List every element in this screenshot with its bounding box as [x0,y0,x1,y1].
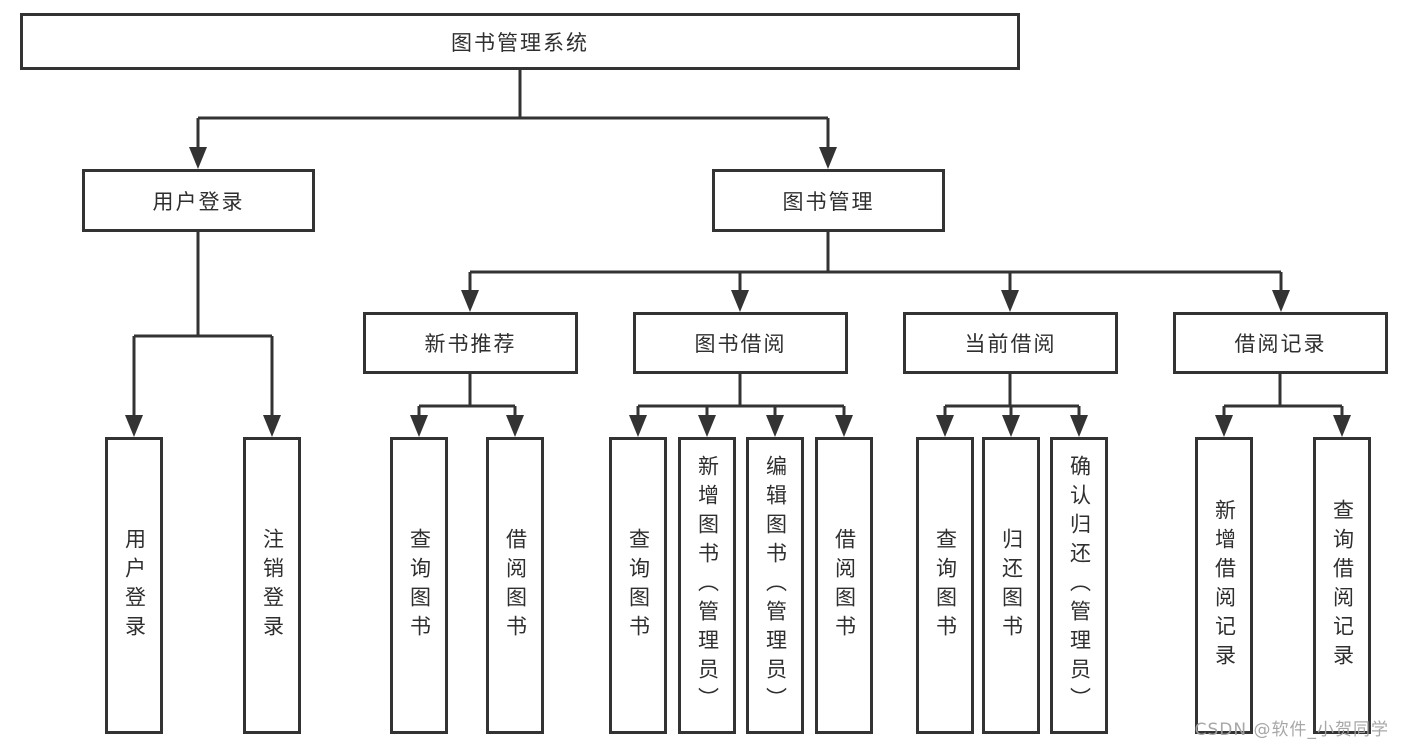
node-current-borrow: 当前借阅 [903,312,1118,374]
leaf-add-books-admin-label: 新增图书（管理员） [695,455,720,716]
leaf-query-borrow-record: 查询借阅记录 [1313,437,1371,734]
leaf-query-borrow-record-label: 查询借阅记录 [1330,498,1355,673]
leaf-current-query-books: 查询图书 [916,437,974,734]
leaf-borrow-query-books: 查询图书 [609,437,667,734]
leaf-logout: 注销登录 [243,437,301,734]
leaf-borrow-query-books-label: 查询图书 [626,527,651,644]
leaf-add-borrow-record-label: 新增借阅记录 [1212,498,1237,673]
node-root-label: 图书管理系统 [451,30,589,55]
node-root: 图书管理系统 [20,13,1020,70]
leaf-recommend-borrow-books-label: 借阅图书 [503,527,528,644]
leaf-edit-books-admin-label: 编辑图书（管理员） [763,455,788,716]
leaf-return-books-label: 归还图书 [999,527,1024,644]
node-book-management-label: 图书管理 [782,189,875,214]
node-new-book-recommend: 新书推荐 [363,312,578,374]
node-user-login-label: 用户登录 [152,189,245,214]
leaf-add-books-admin: 新增图书（管理员） [678,437,736,734]
leaf-return-books: 归还图书 [982,437,1040,734]
node-user-login: 用户登录 [82,169,315,232]
leaf-confirm-return-admin-label: 确认归还（管理员） [1067,455,1092,716]
leaf-recommend-borrow-books: 借阅图书 [486,437,544,734]
node-borrow-records-label: 借阅记录 [1234,332,1327,356]
leaf-add-borrow-record: 新增借阅记录 [1195,437,1253,734]
node-new-book-recommend-label: 新书推荐 [424,332,517,356]
leaf-logout-label: 注销登录 [260,527,285,644]
leaf-borrow-books: 借阅图书 [815,437,873,734]
leaf-borrow-books-label: 借阅图书 [832,527,857,644]
leaf-recommend-query-books-label: 查询图书 [407,527,432,644]
node-current-borrow-label: 当前借阅 [964,332,1057,356]
leaf-edit-books-admin: 编辑图书（管理员） [746,437,804,734]
node-book-borrow-label: 图书借阅 [694,332,787,356]
leaf-user-login: 用户登录 [105,437,163,734]
watermark: CSDN @软件_小贺同学 [1194,720,1389,740]
node-borrow-records: 借阅记录 [1173,312,1388,374]
node-book-management: 图书管理 [712,169,945,232]
leaf-recommend-query-books: 查询图书 [390,437,448,734]
leaf-confirm-return-admin: 确认归还（管理员） [1050,437,1108,734]
leaf-user-login-label: 用户登录 [122,527,147,644]
leaf-current-query-books-label: 查询图书 [933,527,958,644]
node-book-borrow: 图书借阅 [633,312,848,374]
